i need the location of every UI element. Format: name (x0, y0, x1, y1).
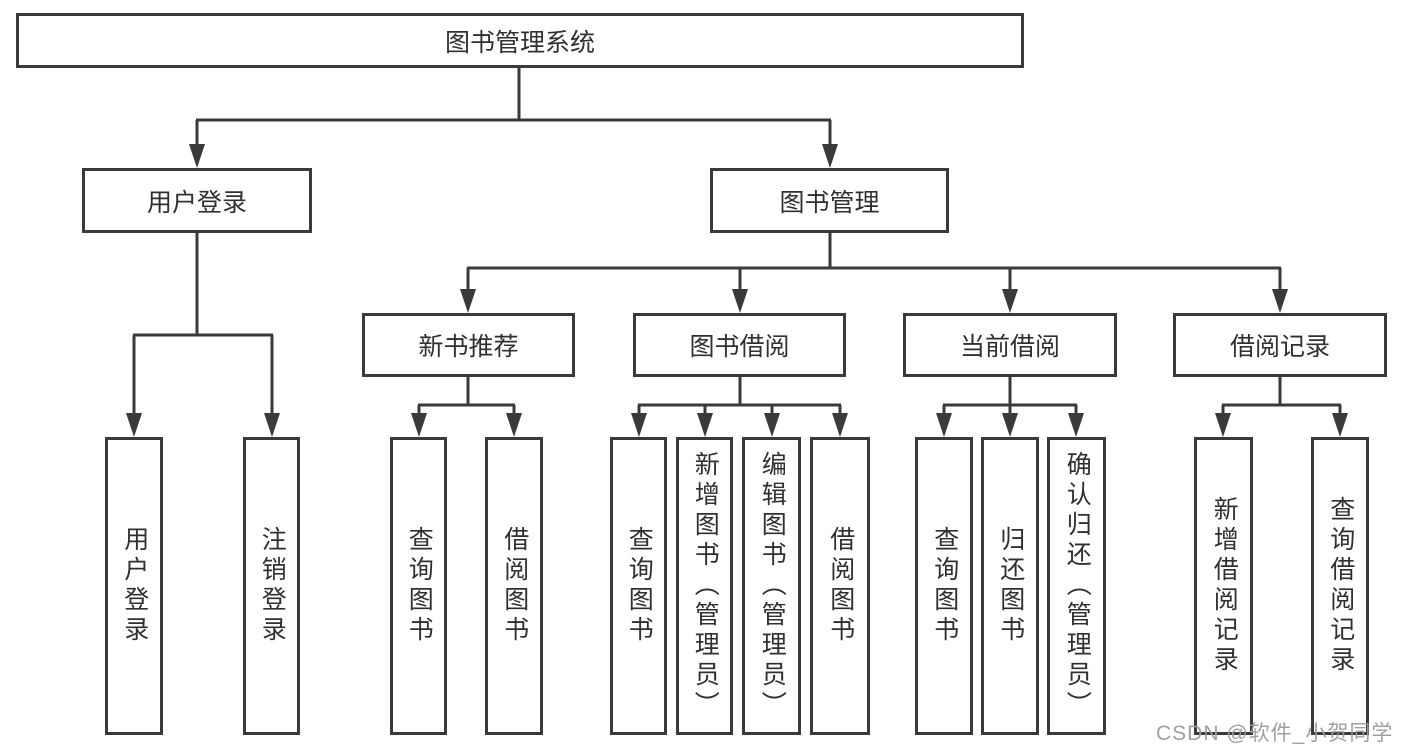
leaf-return-books-label: 归还图书 (996, 526, 1025, 646)
leaf-query-books-recommend-label: 查询图书 (405, 526, 434, 646)
leaf-query-books-borrow: 查询图书 (610, 437, 667, 735)
leaf-edit-books-admin: 编辑图书（管理员） (742, 437, 801, 735)
leaf-user-login-label: 用户登录 (120, 526, 149, 646)
node-new-book-recommend-label: 新书推荐 (418, 333, 519, 361)
leaf-borrow-books-recommend-label: 借阅图书 (500, 526, 529, 646)
node-root-system-label: 图书管理系统 (444, 28, 595, 57)
leaf-borrow-books-recommend: 借阅图书 (485, 437, 543, 735)
leaf-query-books-recommend: 查询图书 (390, 437, 447, 735)
leaf-logout-label: 注销登录 (258, 526, 287, 646)
leaf-borrow-books: 借阅图书 (810, 437, 870, 735)
leaf-query-borrow-record-label: 查询借阅记录 (1326, 496, 1355, 676)
connector-current-borrow-branch (936, 377, 1084, 437)
connector-book-management-branch (460, 233, 1288, 313)
leaf-edit-books-admin-label: 编辑图书（管理员） (758, 451, 787, 721)
node-user-login-label: 用户登录 (146, 188, 247, 217)
node-borrow-record-label: 借阅记录 (1229, 333, 1330, 361)
leaf-add-borrow-record-label: 新增借阅记录 (1210, 496, 1239, 676)
leaf-logout: 注销登录 (243, 437, 300, 735)
leaf-confirm-return-admin: 确认归还（管理员） (1047, 437, 1106, 735)
connector-new-book-branch (411, 377, 522, 437)
connector-user-login-branch (126, 233, 280, 437)
connector-root-to-level2 (189, 68, 838, 168)
leaf-add-books-admin-label: 新增图书（管理员） (691, 451, 720, 721)
node-book-borrow: 图书借阅 (633, 313, 846, 377)
leaf-confirm-return-admin-label: 确认归还（管理员） (1063, 451, 1092, 721)
csdn-watermark: CSDN @软件_小贺同学 (1156, 722, 1394, 745)
leaf-query-borrow-record: 查询借阅记录 (1311, 437, 1369, 735)
node-root-system: 图书管理系统 (16, 13, 1024, 68)
node-current-borrow: 当前借阅 (903, 313, 1117, 377)
connector-borrow-record-branch (1215, 377, 1348, 437)
leaf-return-books: 归还图书 (981, 437, 1039, 735)
node-book-management: 图书管理 (710, 168, 949, 233)
connector-book-borrow-branch (631, 377, 848, 437)
node-current-borrow-label: 当前借阅 (959, 333, 1060, 361)
leaf-query-books-current-label: 查询图书 (930, 526, 959, 646)
node-borrow-record: 借阅记录 (1173, 313, 1387, 377)
leaf-user-login: 用户登录 (105, 437, 163, 735)
node-new-book-recommend: 新书推荐 (362, 313, 575, 377)
node-user-login: 用户登录 (82, 168, 312, 233)
leaf-add-borrow-record: 新增借阅记录 (1194, 437, 1253, 735)
leaf-add-books-admin: 新增图书（管理员） (676, 437, 733, 735)
leaf-borrow-books-label: 借阅图书 (826, 526, 855, 646)
node-book-borrow-label: 图书借阅 (689, 333, 790, 361)
leaf-query-books-borrow-label: 查询图书 (625, 526, 654, 646)
leaf-query-books-current: 查询图书 (915, 437, 973, 735)
node-book-management-label: 图书管理 (779, 188, 880, 217)
